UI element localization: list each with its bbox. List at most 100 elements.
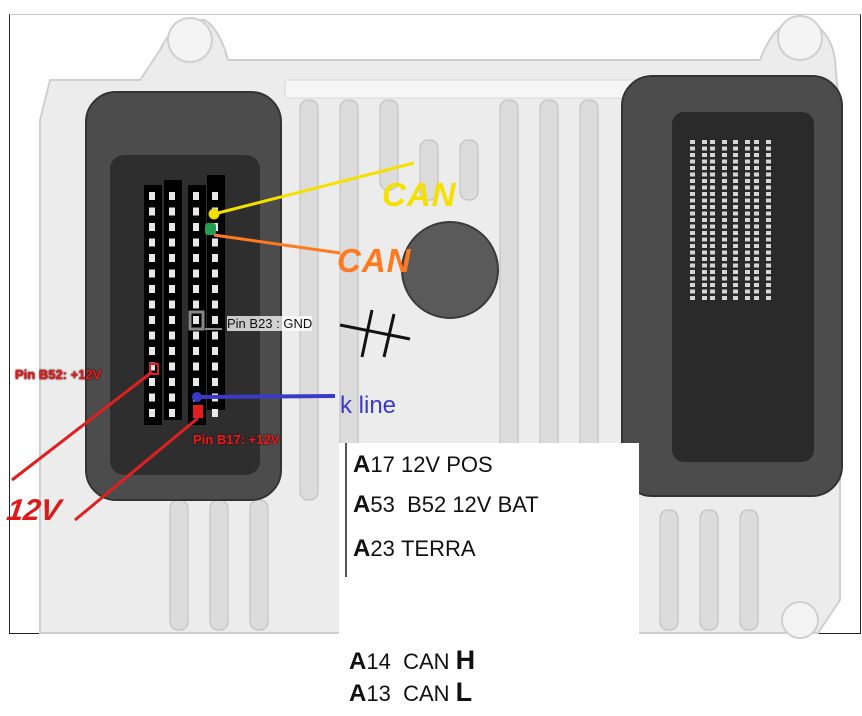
connector-pin: [710, 244, 715, 248]
connector-pin: [766, 237, 771, 242]
connector-pin: [722, 218, 727, 222]
connector-pin: [690, 283, 695, 287]
connector-pin: [754, 153, 759, 157]
connector-pin: [745, 224, 750, 229]
connector-pin: [722, 283, 727, 287]
connector-pin: [169, 362, 175, 371]
connector-pin: [193, 238, 199, 247]
connector-pin: [149, 300, 155, 309]
connector-pin: [169, 285, 175, 293]
connector-pin: [690, 185, 695, 190]
legend-prefix: A: [353, 535, 371, 562]
connector-pin: [193, 378, 199, 386]
connector-pin: [690, 231, 695, 235]
connector-pin: [745, 172, 750, 177]
connector-pin: [710, 211, 715, 216]
connector-pin: [733, 270, 738, 274]
connector-pin: [710, 185, 715, 190]
legend-row: A23 TERRA: [353, 535, 476, 563]
connector-pin: [766, 211, 771, 216]
b52-wire: [11, 370, 153, 482]
legend-pin: 17: [370, 452, 395, 477]
connector-pin: [702, 237, 707, 242]
connector-pin: [702, 224, 707, 229]
can-low-label: CAN: [337, 242, 412, 279]
connector-pin: [733, 250, 738, 255]
connector-pin: [710, 172, 715, 177]
connector-pin: [722, 205, 727, 209]
connector-pin: [212, 254, 218, 262]
pinout-legend: A17 12V POS A53 B52 12V BAT A23 TERRA: [339, 443, 639, 635]
connector-pin: [733, 211, 738, 216]
connector-pin: [690, 179, 695, 183]
connector-pin: [149, 207, 155, 216]
connector-pin: [733, 192, 738, 196]
connector-pin: [766, 224, 771, 229]
connector-pin: [766, 166, 771, 170]
b17-wire: [74, 416, 199, 522]
connector-pin: [733, 263, 738, 268]
connector-pin: [754, 146, 759, 151]
connector-pin: [766, 257, 771, 261]
connector-pin: [702, 179, 707, 183]
connector-pin: [745, 211, 750, 216]
connector-pin: [766, 140, 771, 144]
connector-pin: [754, 237, 759, 242]
legend-text: TERRA: [400, 536, 476, 561]
connector-pin: [690, 296, 695, 300]
connector-pin: [710, 218, 715, 222]
connector-pin: [722, 172, 727, 177]
connector-pin: [702, 159, 707, 164]
connector-pin: [193, 362, 199, 371]
connector-pin: [690, 237, 695, 242]
connector-pin: [733, 159, 738, 164]
can-pin-number: 13: [366, 681, 391, 706]
connector-pin: [149, 223, 155, 231]
connector-pin: [754, 218, 759, 222]
connector-pin: [722, 231, 727, 235]
connector-pin: [149, 347, 155, 355]
connector-pin: [754, 166, 759, 170]
connector-pin: [722, 159, 727, 164]
connector-pin: [710, 250, 715, 255]
connector-pin: [193, 207, 199, 216]
connector-pin: [733, 276, 738, 281]
connector-pin: [710, 146, 715, 151]
connector-pin: [212, 316, 218, 324]
connector-pin: [754, 185, 759, 190]
connector-pin: [149, 393, 155, 402]
legend-row: A53 B52 12V BAT: [353, 491, 539, 519]
can-pin-prefix: A: [349, 648, 367, 675]
connector-pin: [754, 289, 759, 294]
connector-pin: [733, 244, 738, 248]
connector-pin: [690, 153, 695, 157]
connector-pin: [710, 153, 715, 157]
connector-pin: [690, 146, 695, 151]
right-connector: [621, 75, 843, 497]
connector-pin: [745, 198, 750, 203]
can-high-label: CAN: [382, 176, 457, 213]
connector-pin: [754, 140, 759, 144]
can-low-pin-marker: [205, 223, 216, 235]
connector-pin: [710, 179, 715, 183]
connector-pin: [169, 223, 175, 231]
connector-pin: [754, 270, 759, 274]
gnd-pin-marker: [188, 310, 205, 331]
legend-divider: [345, 443, 347, 577]
connector-pin: [169, 347, 175, 355]
connector-pin: [710, 237, 715, 242]
power-label: 12V: [4, 494, 63, 527]
cooling-fins: [169, 99, 759, 631]
connector-pin: [193, 269, 199, 278]
connector-pin: [754, 198, 759, 203]
connector-pin: [149, 254, 155, 262]
connector-pin: [733, 283, 738, 287]
connector-pin: [745, 231, 750, 235]
connector-pin: [754, 231, 759, 235]
connector-pin: [733, 205, 738, 209]
connector-pin: [722, 237, 727, 242]
connector-pin: [212, 409, 218, 417]
connector-pin: [766, 231, 771, 235]
connector-pin: [169, 300, 175, 309]
connector-pin: [690, 257, 695, 261]
